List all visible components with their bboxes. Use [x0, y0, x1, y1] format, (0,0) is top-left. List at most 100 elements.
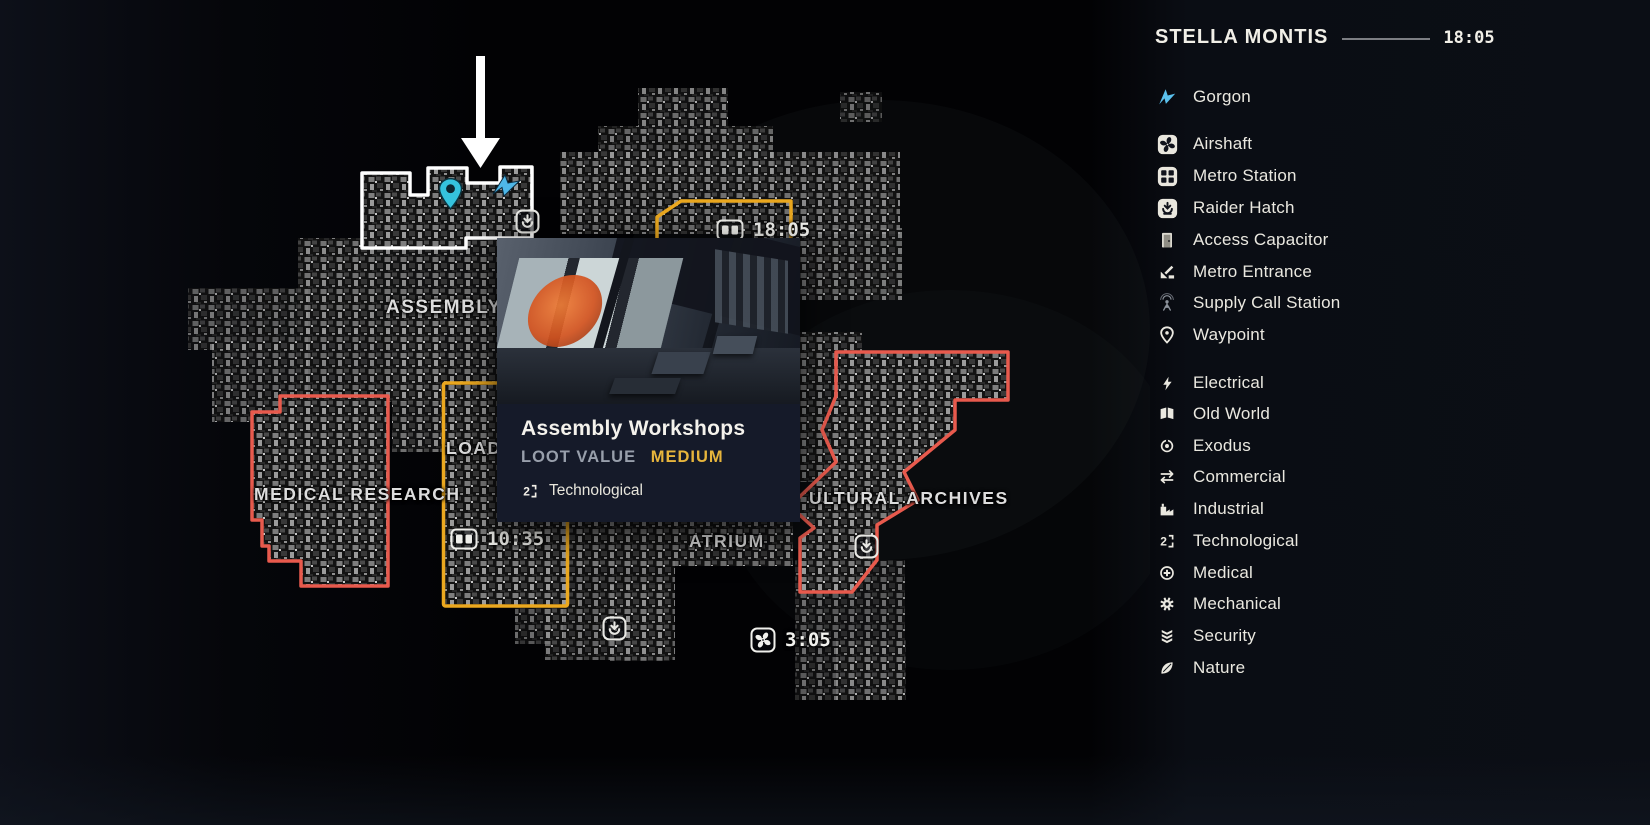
- loot-category-label: Technological: [549, 482, 643, 499]
- svg-text:2: 2: [1160, 535, 1167, 549]
- region-label-assembly: ASSEMBLY: [386, 297, 502, 318]
- raider-hatch-icon: [515, 209, 540, 234]
- technological-icon: 2: [523, 485, 537, 499]
- loot-value-row: LOOT VALUE MEDIUM: [521, 448, 776, 467]
- access-capacitor-icon: [1156, 229, 1178, 251]
- region-label-cultural-archives: ULTURAL ARCHIVES: [809, 488, 1009, 508]
- legend-item-electrical: Electrical: [1156, 367, 1264, 399]
- timer-value: 10:35: [487, 528, 545, 550]
- legend-label: Waypoint: [1193, 325, 1265, 344]
- legend-label: Airshaft: [1193, 134, 1253, 153]
- map-title: STELLA MONTIS: [1155, 26, 1329, 48]
- preview-desks: [497, 347, 800, 404]
- metro-timer-badge[interactable]: 18:05: [716, 219, 810, 241]
- legend-label: Old World: [1193, 404, 1271, 423]
- supply-call-station-icon: [1156, 292, 1178, 314]
- legend-label: Medical: [1193, 563, 1253, 582]
- exodus-icon: [1156, 435, 1178, 457]
- legend-label: Nature: [1193, 658, 1246, 677]
- timer-value: 3:05: [785, 629, 831, 651]
- legend-label: Metro Station: [1193, 166, 1297, 185]
- airshaft-icon: [1156, 133, 1178, 155]
- industrial-icon: [1156, 498, 1178, 520]
- legend-item-gorgon: Gorgon: [1156, 81, 1251, 113]
- gorgon-icon: [1156, 86, 1178, 108]
- region-label-loading: LOAD: [446, 438, 502, 458]
- tooltip-body: Assembly Workshops LOOT VALUE MEDIUM 2 T…: [497, 404, 800, 500]
- loot-value-label: LOOT VALUE: [521, 448, 637, 466]
- legend-label: Electrical: [1193, 373, 1264, 392]
- legend-label: Industrial: [1193, 499, 1264, 518]
- nature-icon: [1156, 657, 1178, 679]
- legend-label: Mechanical: [1193, 594, 1281, 613]
- player-marker[interactable]: [491, 172, 522, 204]
- legend-item-technological: 2 Technological: [1156, 525, 1299, 557]
- electrical-icon: [1156, 372, 1178, 394]
- legend-item-mechanical: Mechanical: [1156, 588, 1281, 620]
- metro-entrance-icon: [1156, 261, 1178, 283]
- annotation-arrow: [461, 56, 500, 168]
- legend-item-raider-hatch: Raider Hatch: [1156, 192, 1295, 224]
- preview-desk-box: [712, 336, 758, 355]
- player-marker-icon: [492, 173, 522, 197]
- location-preview-image: [497, 238, 800, 404]
- legend-item-airshaft: Airshaft: [1156, 128, 1252, 160]
- medical-icon: [1156, 562, 1178, 584]
- legend-label: Supply Call Station: [1193, 293, 1341, 312]
- commercial-icon: [1156, 466, 1178, 488]
- region-label-medical-research: MEDICAL RESEARCH: [254, 484, 461, 504]
- technological-icon: 2: [1156, 530, 1178, 552]
- legend-item-medical: Medical: [1156, 557, 1253, 589]
- legend-item-industrial: Industrial: [1156, 493, 1264, 525]
- map-area[interactable]: ASSEMBLY MEDICAL RESEARCH LOAD ATRIUM UL…: [0, 0, 1150, 825]
- legend-label: Metro Entrance: [1193, 262, 1313, 281]
- legend-item-waypoint: Waypoint: [1156, 319, 1265, 351]
- metro-timer-badge[interactable]: 10:35: [450, 527, 544, 551]
- legend-item-commercial: Commercial: [1156, 461, 1286, 493]
- region-label-atrium: ATRIUM: [689, 531, 765, 551]
- airshaft-timer-badge[interactable]: 3:05: [750, 627, 831, 653]
- raider-hatch-icon: [1156, 197, 1178, 219]
- legend-item-security: Security: [1156, 620, 1256, 652]
- legend-label: Exodus: [1193, 436, 1251, 455]
- raider-hatch-badge[interactable]: [602, 616, 627, 641]
- loot-value: MEDIUM: [650, 448, 724, 466]
- timer-value: 18:05: [753, 219, 811, 241]
- legend-label: Raider Hatch: [1193, 198, 1295, 217]
- waypoint-pin[interactable]: [437, 177, 464, 217]
- location-tooltip-card: Assembly Workshops LOOT VALUE MEDIUM 2 T…: [497, 238, 800, 522]
- raider-hatch-icon: [854, 534, 879, 559]
- legend-label: Technological: [1193, 531, 1299, 550]
- legend-item-nature: Nature: [1156, 652, 1245, 684]
- legend-item-metro-station: Metro Station: [1156, 160, 1297, 192]
- header-divider: [1342, 37, 1431, 40]
- legend-item-exodus: Exodus: [1156, 430, 1251, 462]
- map-legend-sidebar: STELLA MONTIS 18:05 Gorgon: [1150, 0, 1650, 825]
- raider-hatch-badge[interactable]: [515, 209, 540, 234]
- tooltip-title: Assembly Workshops: [521, 417, 746, 440]
- match-timer: 18:05: [1443, 27, 1495, 48]
- loot-category-row: 2 Technological: [521, 482, 776, 500]
- legend-label: Access Capacitor: [1193, 230, 1329, 249]
- waypoint-icon: [1156, 324, 1178, 346]
- legend-label: Security: [1193, 626, 1257, 645]
- region-assembly-workshops-highlight[interactable]: [360, 165, 534, 250]
- security-icon: [1156, 625, 1178, 647]
- legend-item-access-capacitor: Access Capacitor: [1156, 224, 1328, 256]
- legend-label: Commercial: [1193, 467, 1286, 486]
- old-world-icon: [1156, 403, 1178, 425]
- raider-hatch-badge[interactable]: [854, 534, 879, 559]
- legend-label: Gorgon: [1193, 87, 1251, 106]
- legend-item-old-world: Old World: [1156, 398, 1270, 430]
- preview-desk-box: [650, 352, 711, 375]
- svg-text:2: 2: [523, 485, 530, 499]
- raider-hatch-icon: [602, 616, 627, 641]
- metro-station-icon: [1156, 165, 1178, 187]
- legend-item-metro-entrance: Metro Entrance: [1156, 256, 1312, 288]
- mechanical-icon: [1156, 593, 1178, 615]
- sidebar-header: STELLA MONTIS 18:05: [1155, 26, 1495, 49]
- region-medical-research-outline[interactable]: [250, 394, 390, 588]
- waypoint-pin-icon: [438, 177, 463, 211]
- region-cultural-archives-outline[interactable]: [788, 350, 1010, 594]
